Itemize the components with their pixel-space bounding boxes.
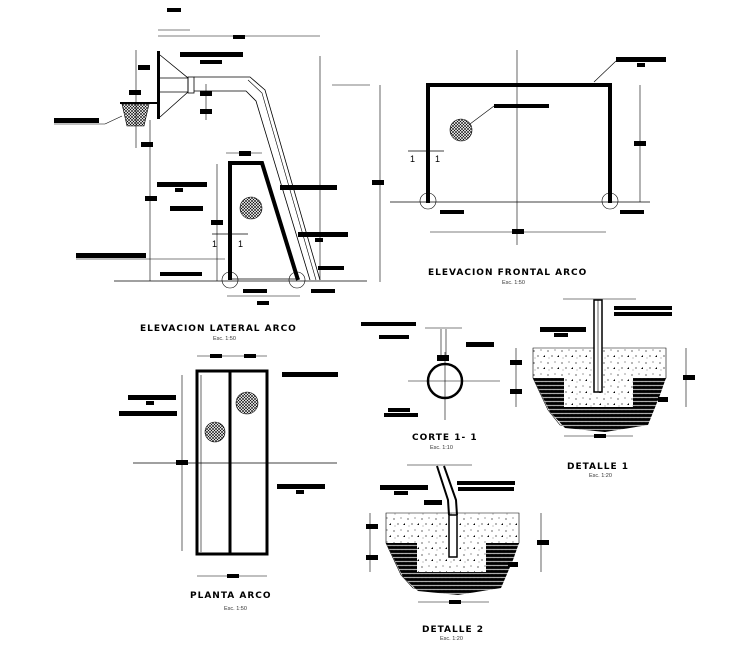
view-title: ELEVACION LATERAL ARCO xyxy=(140,324,297,334)
section-mark-right: 1 xyxy=(435,154,440,164)
view-elevacion-frontal: 1 1 ELEVACION FRONTAL ARCO Esc. 1:50 xyxy=(390,50,666,286)
view-scale: Esc. 1:10 xyxy=(430,445,453,451)
detail-callout-1 xyxy=(221,271,239,289)
front-frame xyxy=(426,83,612,203)
section-mark-left: 1 xyxy=(212,239,217,249)
base-frame xyxy=(228,161,300,281)
plan-frame xyxy=(195,369,269,556)
view-detalle-1: DETALLE 1 Esc. 1:20 xyxy=(510,298,695,479)
view-title: ELEVACION FRONTAL ARCO xyxy=(428,268,587,278)
view-planta: PLANTA ARCO Esc. 1:50 xyxy=(119,354,338,612)
view-scale: Esc. 1:50 xyxy=(502,280,525,286)
view-scale: Esc. 1:50 xyxy=(224,606,247,612)
ballast-weight-icon xyxy=(449,118,473,142)
post xyxy=(448,514,458,558)
view-title: DETALLE 1 xyxy=(567,462,629,472)
view-scale: Esc. 1:50 xyxy=(213,336,236,342)
ballast-weight-icon xyxy=(204,421,226,443)
view-corte: CORTE 1- 1 Esc. 1:10 xyxy=(361,322,500,451)
view-title: PLANTA ARCO xyxy=(190,591,272,601)
view-scale: Esc. 1:20 xyxy=(440,636,463,642)
ballast-weight-icon xyxy=(235,391,259,415)
backboard xyxy=(157,51,160,119)
view-detalle-2: DETALLE 2 Esc. 1:20 xyxy=(366,464,549,642)
view-elevacion-lateral: 1 1 xyxy=(54,8,384,342)
view-title: CORTE 1- 1 xyxy=(412,433,478,443)
backboard-bracket xyxy=(159,54,189,118)
view-scale: Esc. 1:20 xyxy=(589,473,612,479)
view-title: DETALLE 2 xyxy=(422,625,484,635)
net-icon xyxy=(121,103,150,127)
section-mark-right: 1 xyxy=(238,239,243,249)
detail-callout-2 xyxy=(288,271,306,289)
ballast-weight-icon xyxy=(239,196,263,220)
section-mark-left: 1 xyxy=(410,154,415,164)
